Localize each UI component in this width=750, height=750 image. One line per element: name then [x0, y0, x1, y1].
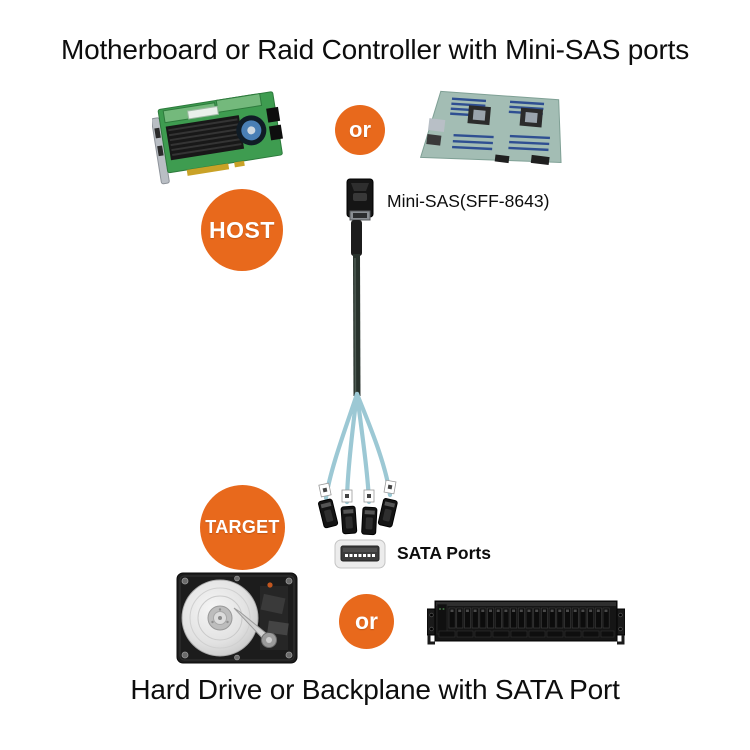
sata-connectors: [318, 497, 398, 536]
hard-drive-image: [176, 572, 298, 664]
cable-boot: [351, 220, 362, 256]
host-badge: HOST: [201, 189, 283, 271]
title-bottom: Hard Drive or Backplane with SATA Port: [130, 674, 620, 705]
sata-ports-label: SATA Ports: [397, 543, 491, 563]
drive-bays: [448, 607, 610, 629]
motherboard-image: [419, 90, 562, 166]
sas-to-sata-fanout-cable-icon: [318, 220, 398, 536]
target-badge: TARGET: [200, 485, 285, 570]
minisas-label: Mini-SAS(SFF-8643): [387, 191, 550, 211]
or-badge-top: or: [335, 105, 385, 155]
sata-cables: [323, 391, 393, 505]
bay-latches: [450, 609, 608, 612]
sata-port-icon: [334, 539, 386, 569]
vent-row: [438, 630, 615, 638]
cable-trunk: [353, 253, 361, 397]
raid-controller-card-image: [152, 91, 283, 185]
mini-sas-connector-icon: [346, 178, 374, 221]
cable-flag-marks: [322, 484, 393, 498]
or-badge-bottom: or: [339, 594, 394, 649]
backplane-image: [427, 600, 625, 645]
title-top: Motherboard or Raid Controller with Mini…: [60, 34, 690, 65]
